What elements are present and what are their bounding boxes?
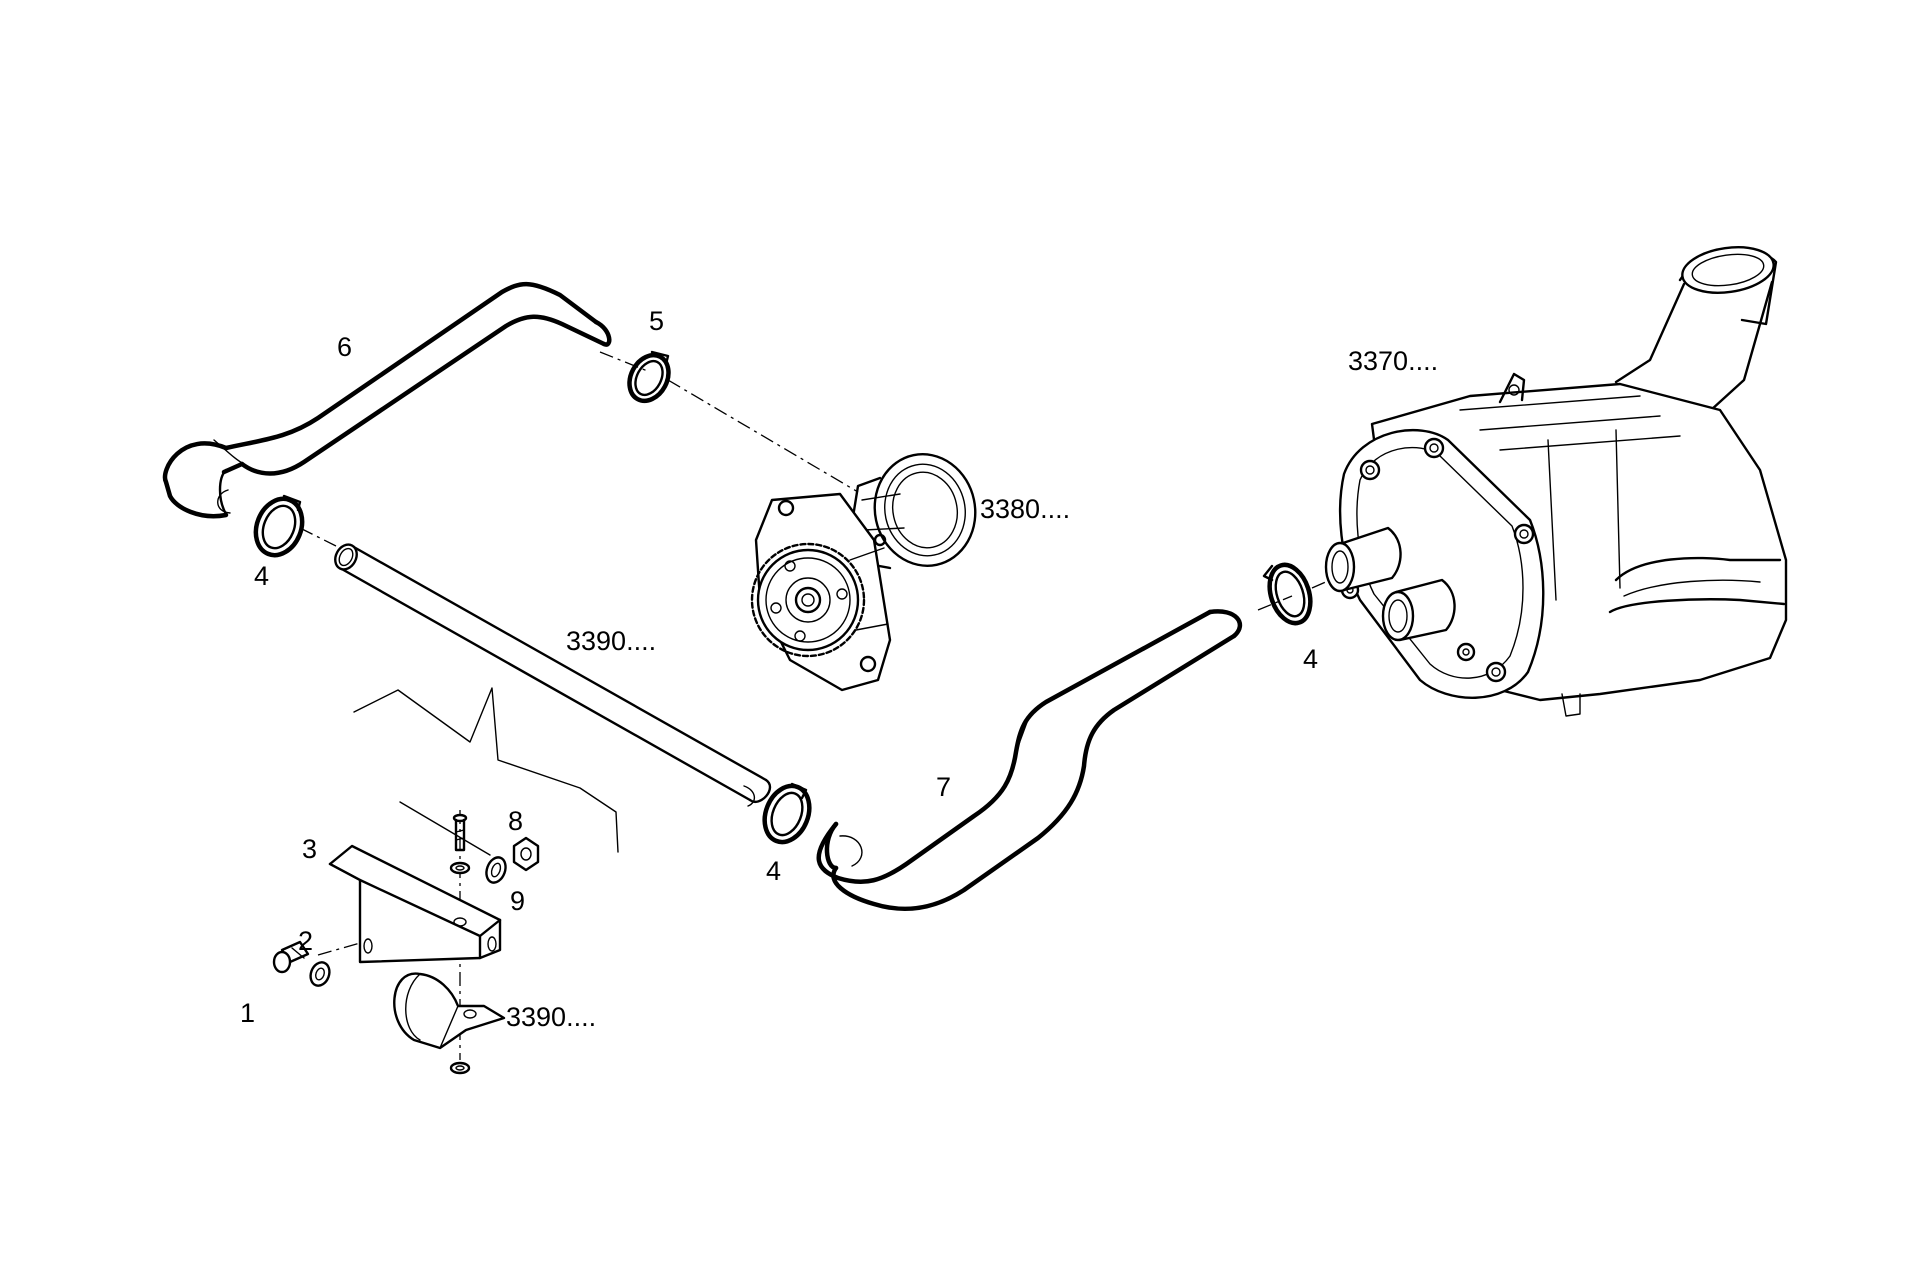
callout-3: 3 <box>302 834 317 864</box>
water-pump-3380 <box>750 453 977 692</box>
reference-3390-pipe: 3390.... <box>566 626 656 656</box>
callout-4-right: 4 <box>1303 644 1318 674</box>
callout-1: 1 <box>240 998 255 1028</box>
bolt-1 <box>272 940 310 974</box>
reference-3370: 3370.... <box>1348 346 1438 376</box>
hose-clamp-4-left <box>253 494 305 558</box>
callout-7: 7 <box>936 772 951 802</box>
hose-clamp-4-middle <box>762 782 812 845</box>
callout-8: 8 <box>508 806 523 836</box>
nut-8 <box>512 836 540 872</box>
reference-3390-clip: 3390.... <box>506 1002 596 1032</box>
callout-4-middle: 4 <box>766 856 781 886</box>
callout-2: 2 <box>298 926 313 956</box>
callout-6: 6 <box>337 332 352 362</box>
callout-4-left: 4 <box>254 561 269 591</box>
callout-5: 5 <box>649 306 664 336</box>
lock-washer-9 <box>485 856 507 884</box>
hose-clamp-4-right <box>1262 562 1313 626</box>
hose-clamp-5 <box>627 350 671 404</box>
mounting-bracket-3 <box>328 844 502 964</box>
pipe-clip-3390 <box>393 972 506 1050</box>
leader-lines <box>399 801 491 856</box>
callout-9: 9 <box>510 886 525 916</box>
reference-3380: 3380.... <box>980 494 1070 524</box>
hose-7 <box>816 609 1243 912</box>
washer-2 <box>309 961 331 987</box>
washer-9-upper <box>449 861 471 875</box>
washer-lower <box>449 1061 471 1075</box>
pipe-3390 <box>334 543 772 807</box>
break-line-symbol <box>353 687 619 853</box>
hose-6 <box>162 281 612 519</box>
thermostat-housing-3370 <box>1324 246 1788 717</box>
